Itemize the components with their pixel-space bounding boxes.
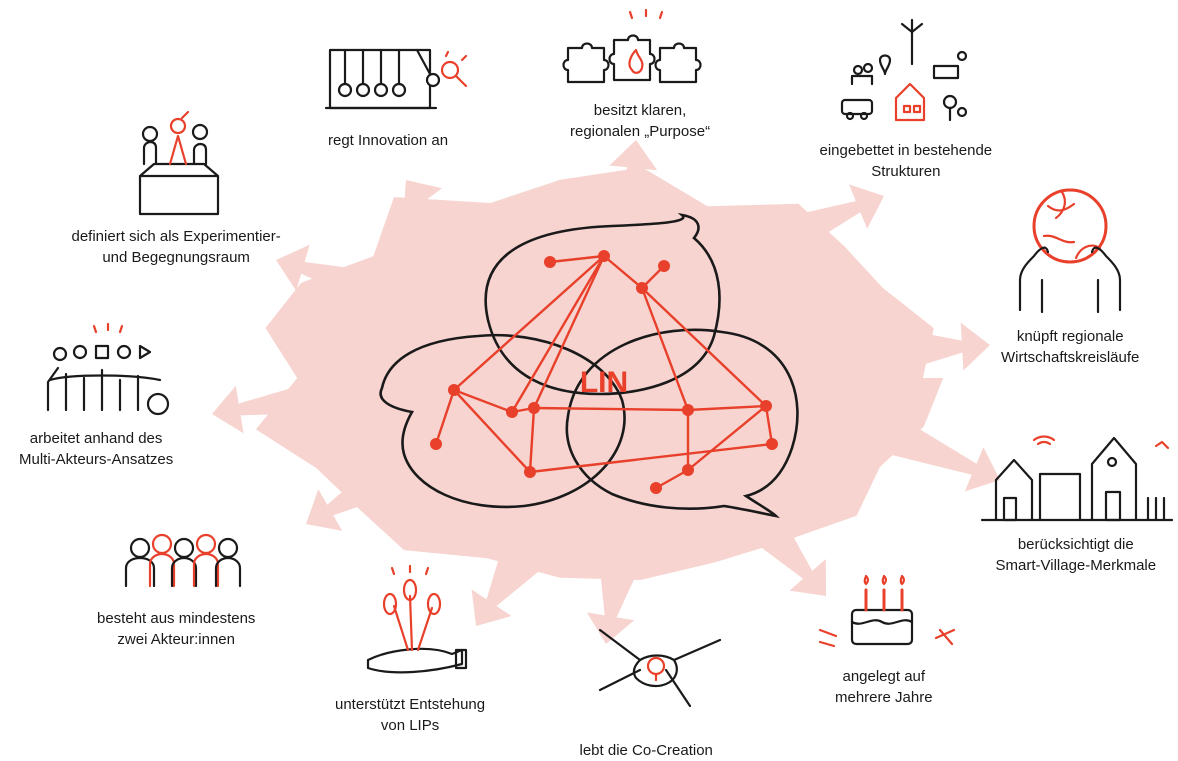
network-link [453,388,513,414]
network-node [682,404,694,416]
network-node [766,438,778,450]
hands-globe-icon [1018,188,1122,314]
network-node [658,260,670,272]
network-link [640,287,690,411]
label-line: definiert sich als Experimentier- [71,228,281,245]
network-link [529,442,773,474]
network-link [453,389,531,473]
label-line: knüpft regionale [1016,328,1124,345]
network-link [532,255,606,409]
label-akteure: besteht aus mindestens zwei Akteur:innen [97,608,255,650]
arrow-co-creation [586,556,642,644]
arrow-lips [471,548,538,626]
group-of-people-icon [124,533,242,588]
network-node [544,256,556,268]
label-line: mehrere Jahre [835,689,933,706]
icons [46,8,1174,708]
network-node [760,400,772,412]
arrow-jahre [743,505,826,596]
arrow-smart-village [871,410,1000,492]
label-line: Multi-Akteurs-Ansatzes [19,451,174,468]
network-node [524,466,536,478]
network-link [434,389,456,445]
network-link [603,255,643,289]
speech-bubbles [379,212,799,519]
birthday-cake-icon [818,574,956,648]
radiating-arrows [212,140,1000,644]
arrow-innovation [403,180,476,263]
network-node [430,438,442,450]
network-link [687,405,767,471]
label-line: besteht aus mindestens [97,610,256,627]
label-lips: unterstützt Entstehung von LIPs [335,694,485,736]
network-node [506,406,518,418]
speech-bubble-left [379,333,626,509]
label-line: Strukturen [871,163,941,180]
network-node [598,250,610,262]
puzzle-pieces-icon [562,8,702,84]
label-innovation: regt Innovation an [328,130,448,151]
network-link [533,406,689,412]
network-node [682,464,694,476]
speech-bubble-top [484,212,721,396]
label-line: angelegt auf [842,668,926,685]
network [430,250,778,494]
label-line: unterstützt Entstehung [335,696,486,713]
speech-bubble-right [565,328,799,519]
network-node [528,402,540,414]
arrow-akteure [306,451,411,531]
network-link [764,405,774,445]
label-line: Smart-Village-Merkmale [995,557,1157,574]
label-jahre: angelegt auf mehrere Jahre [835,666,933,708]
newtons-cradle-icon [324,48,468,110]
label-line: lebt die Co-Creation [579,742,713,759]
lin-center-label: LIN [580,366,628,399]
network-link [641,287,767,407]
people-in-box-icon [138,110,220,216]
network-link [510,255,606,413]
label-line: eingebettet in bestehende [819,142,993,159]
crowd-icon [46,322,170,416]
label-co-creation: lebt die Co-Creation [580,740,713,761]
arrow-experimentierraum [276,244,406,317]
label-line: zwei Akteur:innen [117,631,235,648]
label-line: von LIPs [380,717,440,734]
arrow-strukturen [763,184,884,262]
label-purpose: besitzt klaren, regionalen „Purpose“ [570,100,710,142]
village-houses-icon [980,435,1174,522]
arrow-wirtschaft [898,322,990,372]
network-link [528,407,536,473]
label-line: regionalen „Purpose“ [570,123,711,140]
network-link [549,254,605,264]
label-experimentierraum: definiert sich als Experimentier-und Beg… [72,226,281,268]
label-line: Wirtschaftskreisläufe [1001,349,1140,366]
hand-sprouts-icon [366,564,468,674]
label-line: regt Innovation an [328,132,449,149]
joined-hands-icon [598,628,722,708]
network-link [687,404,767,412]
network-link [453,255,605,391]
label-line: berücksichtigt die [1017,536,1134,553]
arrow-purpose [606,140,658,225]
network-node [448,384,460,396]
village-infrastructure-icon [840,18,968,122]
arrow-multi-akteur [212,368,364,434]
network-node [650,482,662,494]
background-cloud [255,167,944,580]
network-node [636,282,648,294]
cloud-shape [255,167,944,580]
label-line: besitzt klaren, [593,102,687,119]
label-line: arbeitet anhand des [29,430,163,447]
label-line: und Begegnungsraum [102,249,250,266]
network-link [655,468,689,490]
